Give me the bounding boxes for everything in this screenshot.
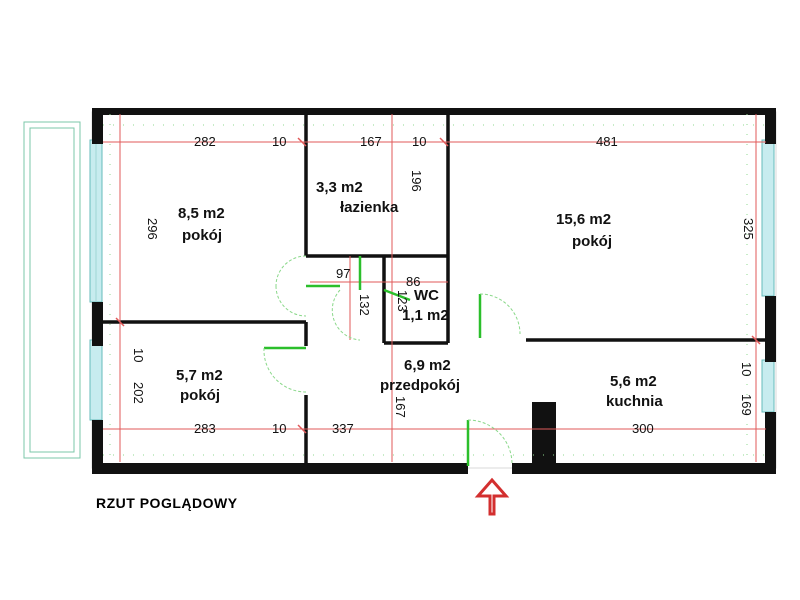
dim-97: 97 <box>336 266 350 281</box>
dim-bath-196: 196 <box>409 170 424 192</box>
dim-right-325: 325 <box>741 218 756 240</box>
dim-bot-167: 167 <box>393 396 408 418</box>
outer-walls <box>92 108 776 474</box>
hatch-marks <box>103 114 766 462</box>
door-room2 <box>478 293 521 338</box>
dim-123: 123 <box>395 290 410 312</box>
dim-top-167: 167 <box>360 134 382 149</box>
dim-132: 132 <box>357 294 372 316</box>
kitchen-area: 5,6 m2 <box>610 373 657 390</box>
entrance-door <box>466 419 513 466</box>
wc-name: WC <box>414 287 439 304</box>
bathroom-area: 3,3 m2 <box>316 179 363 196</box>
entrance-arrow-icon <box>474 477 510 516</box>
dim-left-202: 202 <box>131 382 146 404</box>
room3-area: 5,7 m2 <box>176 367 223 384</box>
dim-bot-337: 337 <box>332 421 354 436</box>
window-left-upper <box>89 139 103 303</box>
hall-area: 6,9 m2 <box>404 357 451 374</box>
door-room1 <box>275 255 340 317</box>
room2-area: 15,6 m2 <box>556 211 611 228</box>
dim-bot-10: 10 <box>272 421 286 436</box>
door-wc <box>383 288 411 302</box>
dim-left-10: 10 <box>131 348 146 362</box>
dim-86: 86 <box>406 274 420 289</box>
inner-walls <box>103 114 766 466</box>
window-right-upper <box>761 139 775 297</box>
kitchen-name: kuchnia <box>606 393 663 410</box>
dim-top-10b: 10 <box>412 134 426 149</box>
door-bathroom <box>331 256 362 341</box>
dim-top-481: 481 <box>596 134 618 149</box>
room1-area: 8,5 m2 <box>178 205 225 222</box>
hall-name: przedpokój <box>380 377 460 394</box>
dim-right-10: 10 <box>739 362 754 376</box>
door-room3 <box>263 346 307 393</box>
dim-top-282: 282 <box>194 134 216 149</box>
room2-name: pokój <box>572 233 612 250</box>
dim-left-296: 296 <box>145 218 160 240</box>
window-right-lower <box>761 359 775 413</box>
room3-name: pokój <box>180 387 220 404</box>
dim-bot-300: 300 <box>632 421 654 436</box>
dim-top-10a: 10 <box>272 134 286 149</box>
window-left-lower <box>89 339 103 421</box>
balcony <box>23 121 81 459</box>
dim-bot-283: 283 <box>194 421 216 436</box>
dimension-lines <box>103 114 766 462</box>
plan-caption: RZUT POGLĄDOWY <box>96 495 238 511</box>
bathroom-name: łazienka <box>340 199 399 216</box>
wc-area: 1,1 m2 <box>402 307 449 324</box>
dim-right-169: 169 <box>739 394 754 416</box>
room1-name: pokój <box>182 227 222 244</box>
